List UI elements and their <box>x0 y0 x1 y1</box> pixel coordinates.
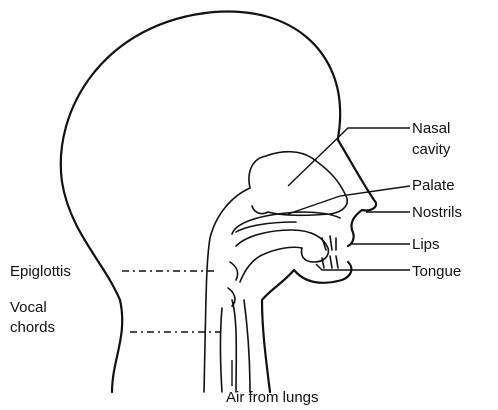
air-from-lungs-label: Air from lungs <box>226 389 319 406</box>
vocal-chords-label-line2: chords <box>10 319 55 336</box>
esophagus-line <box>244 300 250 392</box>
head-outline <box>61 11 340 392</box>
lips-label: Lips <box>412 236 440 253</box>
tongue-label: Tongue <box>412 263 461 280</box>
nasal-passage-outline <box>249 152 347 216</box>
vocal-chords-label-line1: Vocal <box>10 299 47 316</box>
nasal-cavity-label-line1: Nasal <box>412 120 450 137</box>
lower-teeth <box>322 256 338 268</box>
tongue-leader <box>316 264 410 270</box>
nasal-cavity-label-line2: cavity <box>412 141 451 158</box>
pharynx-wall <box>204 188 250 392</box>
nostrils-label: Nostrils <box>412 204 462 221</box>
upper-teeth <box>322 236 336 250</box>
epiglottis-label: Epiglottis <box>10 263 71 280</box>
palate-leader <box>288 186 410 214</box>
palate-label: Palate <box>412 177 455 194</box>
lower-lip-chin-outline <box>262 262 351 392</box>
nose-outline <box>338 140 376 210</box>
larynx-tube-left <box>221 308 223 392</box>
epiglottis-flap <box>228 262 238 306</box>
upper-lip-outline <box>348 210 362 246</box>
tongue-shape <box>236 230 328 282</box>
